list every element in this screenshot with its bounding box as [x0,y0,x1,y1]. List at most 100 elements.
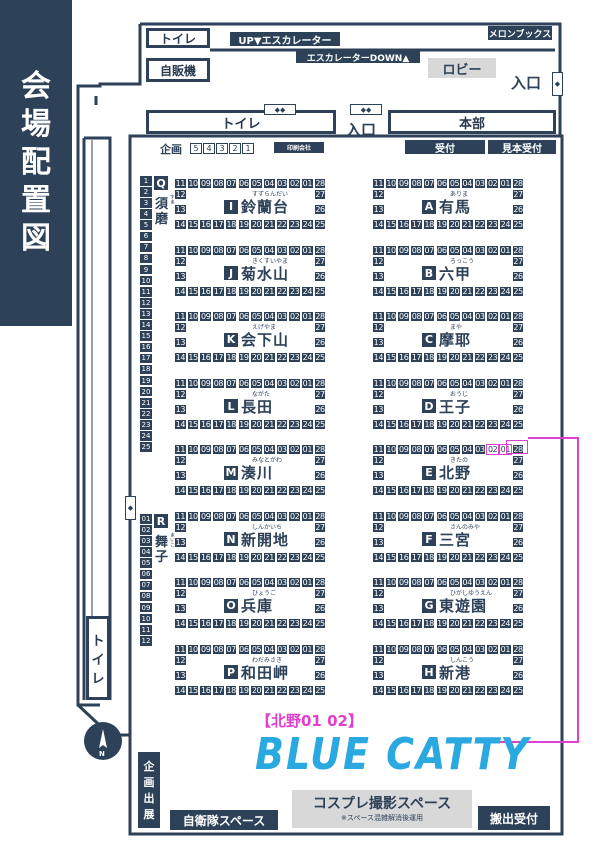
space-cell[interactable]: 24 [499,684,512,696]
space-cell[interactable]: 20 [448,352,461,363]
space-cell[interactable]: 16 [397,684,411,696]
space-cell[interactable]: 15 [186,485,200,496]
space-cell[interactable]: 21 [262,285,276,297]
space-cell[interactable]: 02 [486,643,499,655]
space-cell[interactable]: 15 [384,352,398,363]
space-cell[interactable]: 14 [174,551,187,563]
space-cell[interactable]: 02 [288,643,301,655]
space-cell[interactable]: 27 [511,588,525,599]
space-cell[interactable]: 02 [288,178,301,189]
space-cell[interactable]: 09 [397,377,411,389]
space-cell[interactable]: 05 [250,510,263,522]
space-cell[interactable]: 12 [372,322,385,333]
space-cell[interactable]: 24 [499,285,512,297]
space-cell[interactable]: 11 [174,178,187,189]
space-cell[interactable]: 25 [313,485,327,496]
space-cell[interactable]: 19 [237,684,251,696]
space-cell[interactable]: 25 [511,618,525,629]
space-cell[interactable]: 22 [275,285,289,297]
space-cell[interactable]: 25 [313,219,327,230]
space-cell[interactable]: 14 [174,485,187,496]
space-cell[interactable]: 19 [435,352,449,363]
space-cell[interactable]: 13 [174,603,187,614]
space-cell[interactable]: 02 [486,577,499,588]
space-cell[interactable]: 06 [435,643,449,655]
space-cell[interactable]: 03 [275,444,289,455]
space-cell[interactable]: 15 [186,352,200,363]
space-cell[interactable]: 15 [384,551,398,563]
space-cell[interactable]: 03 [473,244,487,256]
space-cell[interactable]: 02 [288,510,301,522]
space-cell[interactable]: 04 [262,510,276,522]
space-cell[interactable]: 05 [250,444,263,455]
space-cell[interactable]: 01 [301,577,314,588]
space-cell[interactable]: 07 [224,244,238,256]
space-cell[interactable]: 15 [186,618,200,629]
space-cell[interactable]: 06 [435,377,449,389]
space-cell[interactable]: 22 [275,485,289,496]
space-cell[interactable]: 20 [250,485,263,496]
space-cell[interactable]: 09 [397,244,411,256]
space-cell[interactable]: 07 [422,510,436,522]
space-cell[interactable]: 24 [301,551,314,563]
space-cell[interactable]: 28 [313,377,327,389]
space-cell[interactable]: 20 [448,219,461,230]
space-cell[interactable]: 10 [384,577,398,588]
space-cell[interactable]: 14 [372,219,385,230]
space-cell[interactable]: 24 [301,418,314,430]
space-cell[interactable]: 01 [499,577,512,588]
space-cell[interactable]: 17 [410,219,423,230]
space-cell[interactable]: 07 [422,178,436,189]
space-cell[interactable]: 02 [288,444,301,455]
space-cell[interactable]: 15 [384,684,398,696]
space-cell[interactable]: 27 [511,654,525,666]
space-cell[interactable]: 13 [174,270,187,282]
space-cell[interactable]: 26 [313,270,327,282]
space-cell[interactable]: 01 [499,178,512,189]
space-cell[interactable]: 27 [313,521,327,533]
space-cell[interactable]: 08 [212,444,225,455]
space-cell[interactable]: 07 [224,643,238,655]
space-cell[interactable]: 18 [422,618,436,629]
space-cell[interactable]: 10 [186,311,200,322]
space-cell[interactable]: 08 [410,377,423,389]
space-cell[interactable]: 01 [301,178,314,189]
space-cell[interactable]: 22 [473,418,487,430]
space-cell[interactable]: 11 [174,244,187,256]
space-cell[interactable]: 14 [372,285,385,297]
space-cell[interactable]: 13 [372,204,385,215]
space-cell[interactable]: 13 [372,270,385,282]
space-cell[interactable]: 27 [313,255,327,267]
space-cell[interactable]: 23 [486,551,499,563]
space-cell[interactable]: 21 [262,684,276,696]
space-cell[interactable]: 10 [384,244,398,256]
space-cell[interactable]: 10 [384,377,398,389]
space-cell[interactable]: 24 [499,219,512,230]
space-cell[interactable]: 21 [262,219,276,230]
space-cell[interactable]: 18 [422,285,436,297]
space-cell[interactable]: 22 [473,684,487,696]
space-cell[interactable]: 15 [384,418,398,430]
space-cell[interactable]: 27 [313,588,327,599]
space-cell[interactable]: 20 [250,551,263,563]
space-cell[interactable]: 28 [313,577,327,588]
space-cell[interactable]: 02 [288,577,301,588]
space-cell[interactable]: 27 [313,322,327,333]
space-cell[interactable]: 11 [372,178,385,189]
space-cell[interactable]: 28 [511,178,525,189]
space-cell[interactable]: 20 [250,684,263,696]
space-cell[interactable]: 22 [275,418,289,430]
space-cell[interactable]: 27 [511,322,525,333]
space-cell[interactable]: 04 [262,444,276,455]
space-cell[interactable]: 14 [174,618,187,629]
space-cell[interactable]: 06 [237,444,251,455]
space-cell[interactable]: 28 [511,577,525,588]
space-cell[interactable]: 10 [186,377,200,389]
space-cell[interactable]: 04 [460,444,474,455]
space-cell[interactable]: 03 [275,377,289,389]
space-cell[interactable]: 13 [174,204,187,215]
space-cell[interactable]: 28 [511,444,525,455]
space-cell[interactable]: 08 [212,311,225,322]
space-cell[interactable]: 01 [301,244,314,256]
space-cell[interactable]: 08 [410,244,423,256]
